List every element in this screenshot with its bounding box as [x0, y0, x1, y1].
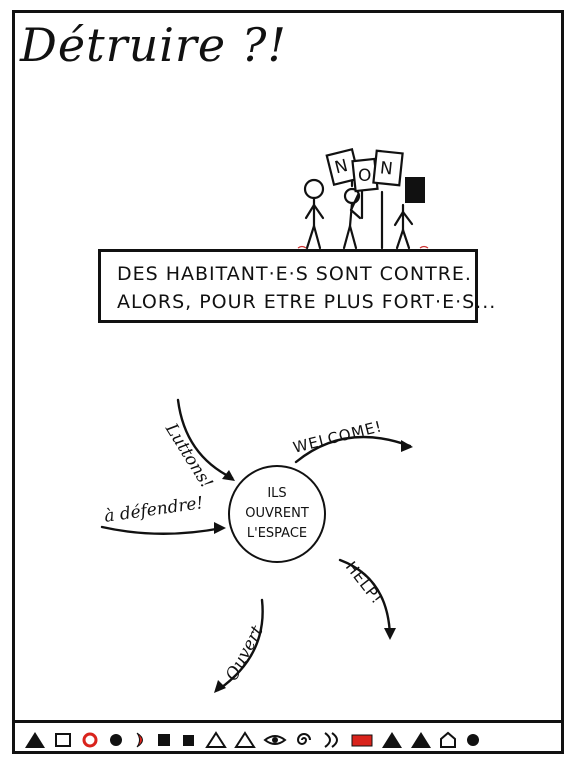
panel-title: Détruire ?! — [20, 18, 287, 72]
red-crescent-icon — [136, 732, 143, 748]
bottom-strip-divider — [15, 720, 561, 723]
red-rectangle-icon — [351, 734, 373, 747]
dot-icon — [110, 734, 122, 746]
house-outline-icon — [440, 731, 456, 748]
center-line-3: L'ESPACE — [246, 526, 308, 541]
eye-icon — [263, 735, 287, 745]
center-line-2: OUVRENT — [245, 506, 309, 521]
filled-square-icon — [158, 734, 170, 746]
symbol-strip — [24, 728, 482, 752]
caption-box: DES HABITANT·E·S SONT CONTRE. ALORS, POU… — [98, 249, 497, 323]
red-ring-icon — [82, 732, 98, 748]
center-line-1: ILS — [267, 486, 287, 501]
square-outline-icon — [55, 733, 71, 747]
triangle-icon-3 — [411, 732, 431, 748]
sign-letter-o: O — [358, 166, 373, 186]
filled-square-icon-2 — [183, 735, 194, 746]
triangle-icon — [25, 732, 45, 748]
triangle-outline-icon — [205, 731, 227, 748]
comic-panel-frame — [12, 10, 564, 754]
caption-line-2: ALORS, POUR ETRE PLUS FORT·E·S... — [117, 291, 497, 313]
crescent-outline-icon — [324, 732, 338, 748]
triangle-outline-icon-2 — [234, 731, 256, 748]
spiral-icon — [296, 733, 311, 745]
caption-line-1: DES HABITANT·E·S SONT CONTRE. — [117, 263, 472, 285]
triangle-icon-2 — [382, 732, 402, 748]
dot-icon-2 — [467, 734, 479, 746]
center-circle: ILS OUVRENT L'ESPACE — [228, 465, 326, 563]
